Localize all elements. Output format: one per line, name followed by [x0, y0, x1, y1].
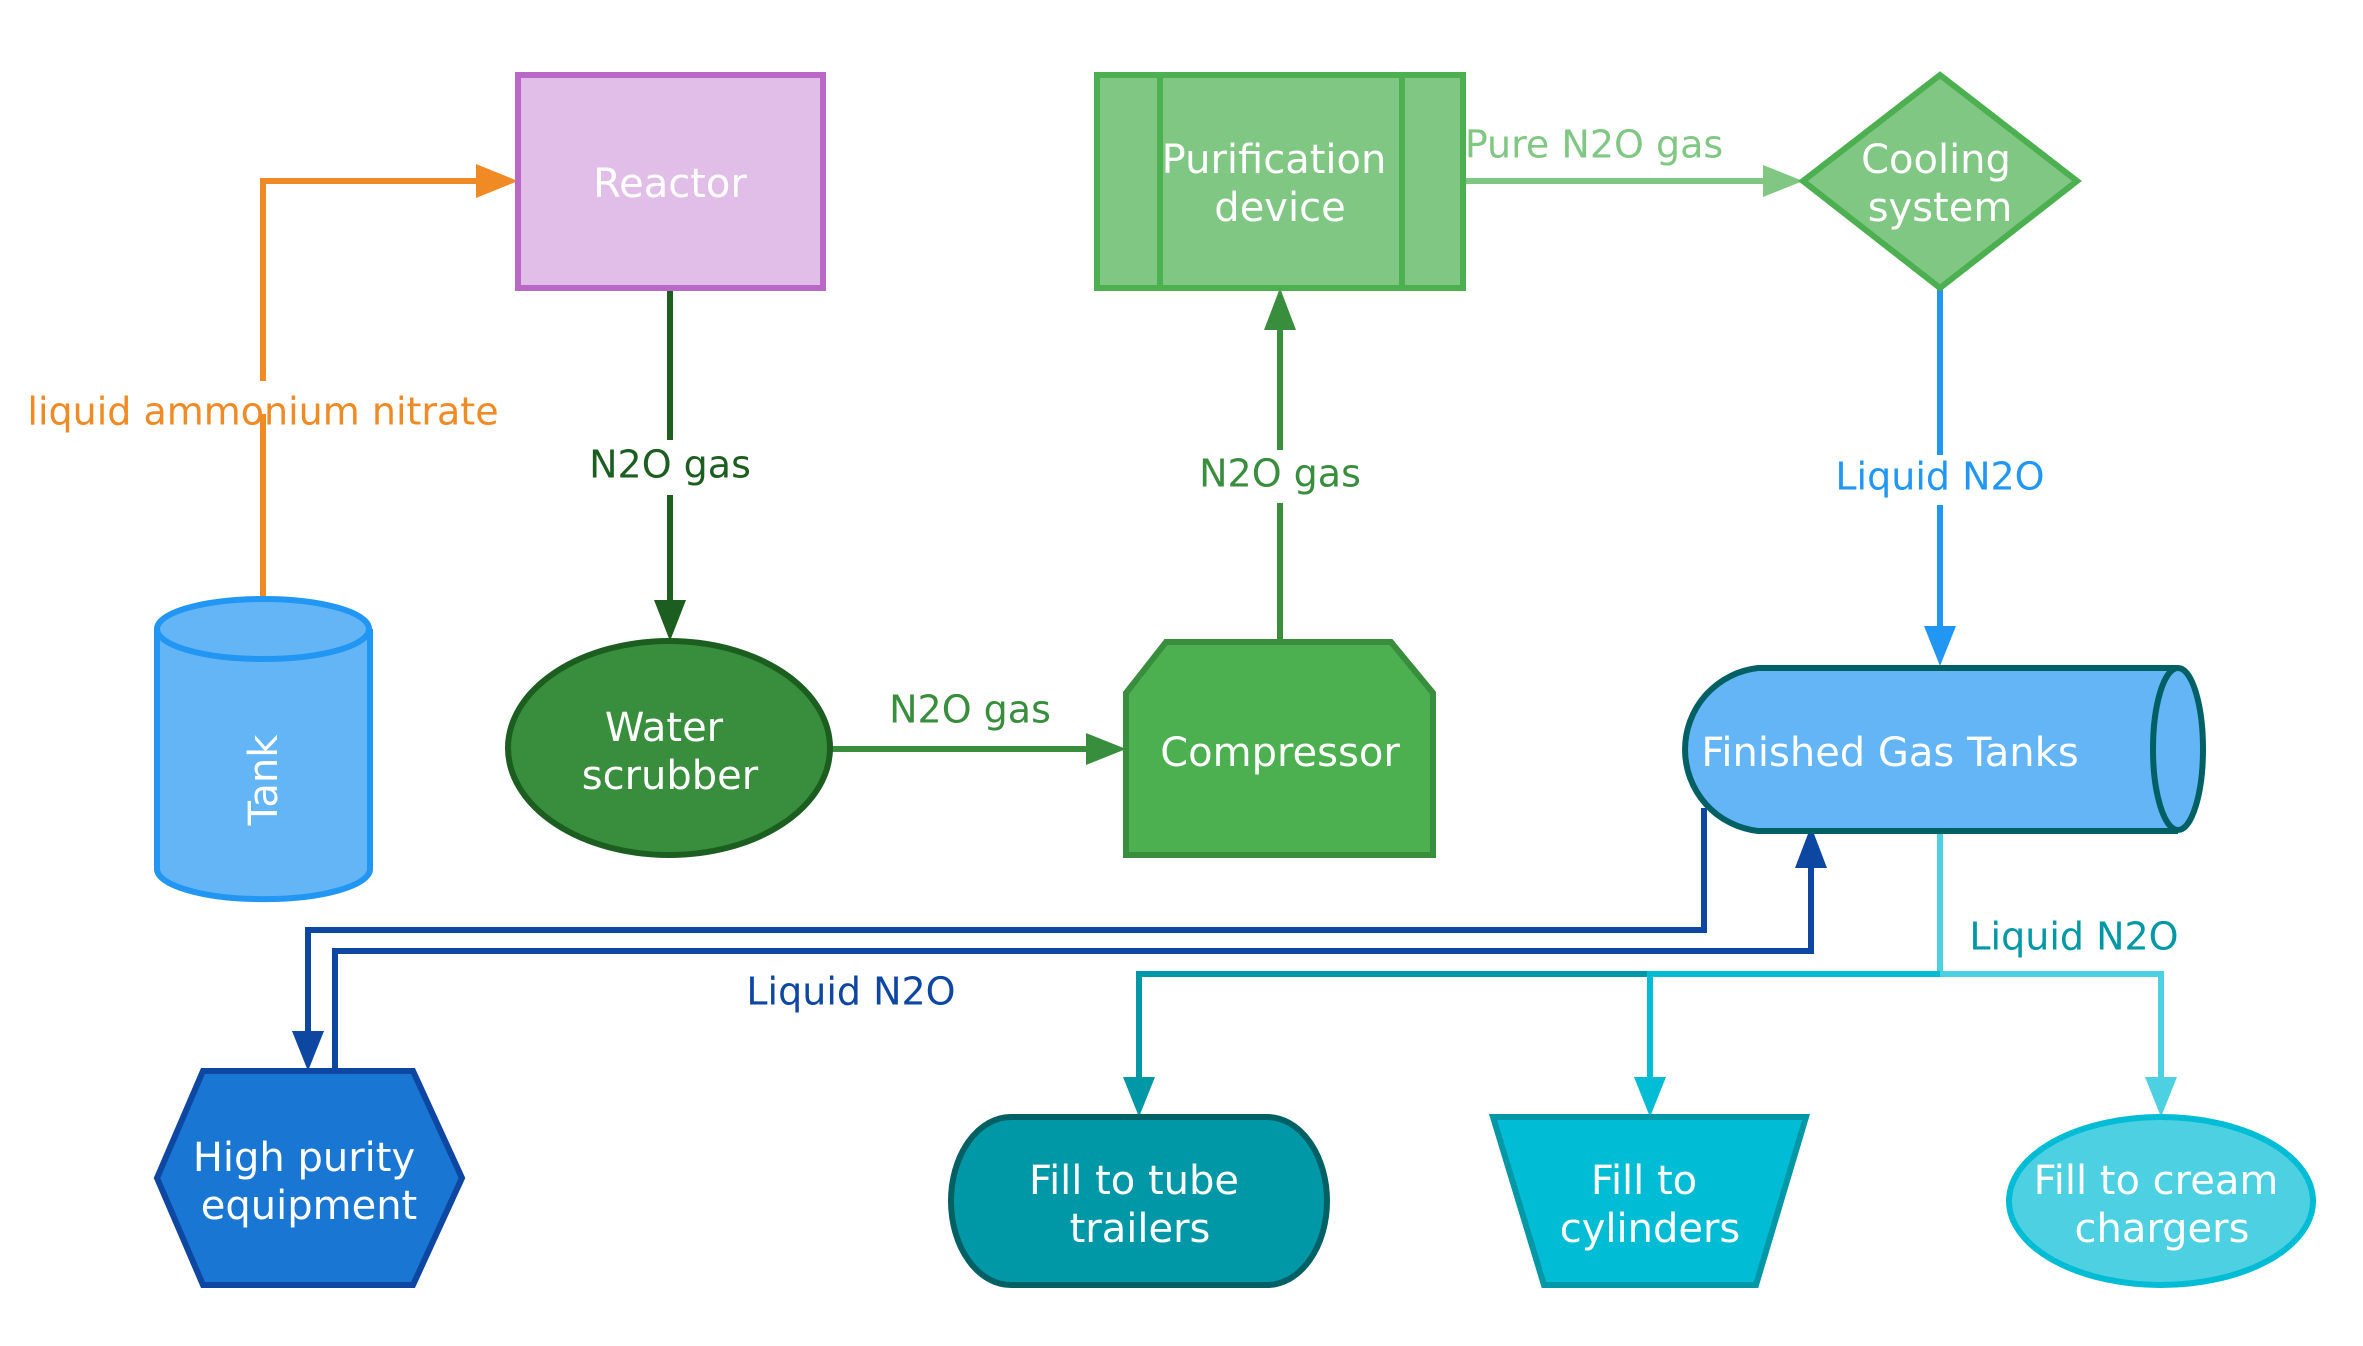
node-fill-cylinders[interactable]: Fill to cylinders [1488, 1114, 1811, 1288]
node-tank-label: Tank [241, 734, 287, 827]
node-water-scrubber[interactable]: Water scrubber [505, 638, 833, 858]
arrowhead-icon [1924, 626, 1956, 666]
arrowhead-icon [654, 600, 686, 641]
node-tank[interactable]: Tank [154, 596, 373, 903]
edge-high-purity-to-finished-tanks: Liquid N2O [332, 826, 1827, 1071]
edge-label-ammonium: liquid ammonium nitrate [27, 390, 498, 434]
arrowhead-icon [292, 1031, 324, 1071]
edge-tank-to-reactor: liquid ammonium nitrate [27, 164, 518, 597]
arrowhead-icon [1086, 733, 1126, 765]
arrowhead-icon [2145, 1077, 2177, 1117]
node-cooling-system[interactable]: Cooling system [1798, 71, 2082, 292]
node-high-purity-label-line2: equipment [201, 1183, 417, 1229]
node-high-purity-equipment[interactable]: High purity equipment [153, 1068, 466, 1288]
node-fill-tube-trailers[interactable]: Fill to tube trailers [948, 1114, 1330, 1288]
node-tube-trailers-label-line1: Fill to tube [1029, 1158, 1239, 1204]
edge-label-compressor-purification: N2O gas [1199, 452, 1361, 496]
node-cream-chargers-label-line2: chargers [2075, 1206, 2250, 1252]
edge-cooling-to-finished-tanks: Liquid N2O [1835, 288, 2045, 666]
arrowhead-icon [476, 164, 518, 198]
node-scrubber-label-line1: Water [605, 705, 724, 751]
node-high-purity-label-line1: High purity [193, 1135, 415, 1181]
node-compressor-label: Compressor [1160, 730, 1400, 776]
node-reactor-label: Reactor [593, 161, 747, 207]
arrowhead-icon [1123, 1077, 1155, 1117]
node-purification-label-line1: Purification [1162, 137, 1387, 183]
edge-finished-tanks-to-high-purity [292, 808, 1707, 1071]
edge-purification-to-cooling: Pure N2O gas [1463, 123, 1803, 197]
edge-label-scrubber-compressor: N2O gas [889, 688, 1051, 732]
edge-scrubber-to-compressor: N2O gas [830, 688, 1126, 765]
node-tube-trailers-label-line2: trailers [1070, 1206, 1211, 1252]
node-finished-tanks-label: Finished Gas Tanks [1701, 730, 2078, 776]
arrowhead-icon [1763, 165, 1803, 197]
arrowhead-icon [1264, 288, 1296, 330]
arrowhead-icon [1795, 826, 1827, 868]
node-scrubber-label-line2: scrubber [582, 753, 759, 799]
node-compressor[interactable]: Compressor [1123, 639, 1436, 858]
edge-label-pure-gas: Pure N2O gas [1465, 123, 1723, 167]
edge-label-high-purity-liquid: Liquid N2O [746, 970, 955, 1014]
node-cylinders-label-line1: Fill to [1591, 1158, 1697, 1204]
node-cooling-label-line2: system [1868, 185, 2013, 231]
edge-label-reactor-scrubber: N2O gas [589, 443, 751, 487]
edge-finished-tanks-to-fills: Liquid N2O [1123, 831, 2179, 1117]
node-fill-cream-chargers[interactable]: Fill to cream chargers [2006, 1114, 2316, 1288]
node-finished-gas-tanks[interactable]: Finished Gas Tanks [1682, 665, 2206, 834]
node-cooling-label-line1: Cooling [1861, 137, 2011, 183]
edge-reactor-to-scrubber: N2O gas [589, 288, 751, 641]
node-purification-device[interactable]: Purification device [1094, 72, 1466, 291]
node-reactor[interactable]: Reactor [515, 72, 826, 291]
arrowhead-icon [1634, 1077, 1666, 1117]
edge-compressor-to-purification: N2O gas [1199, 288, 1361, 642]
edge-label-fill-liquid: Liquid N2O [1969, 915, 2178, 959]
node-cylinders-label-line2: cylinders [1560, 1206, 1741, 1252]
node-purification-label-line2: device [1214, 185, 1345, 231]
node-cream-chargers-label-line1: Fill to cream [2034, 1158, 2279, 1204]
edge-label-cooling-liquid: Liquid N2O [1835, 455, 2044, 499]
